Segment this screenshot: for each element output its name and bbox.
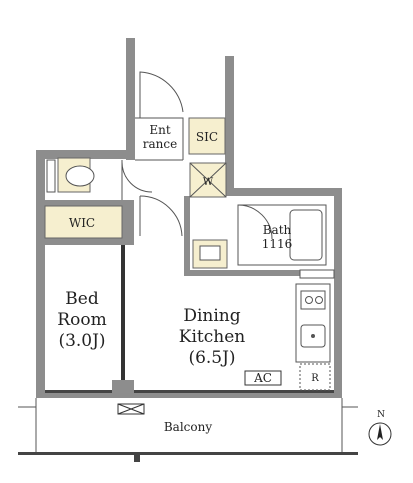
refrigerator-space: R [299, 363, 331, 391]
vanity-sink [199, 245, 221, 261]
balcony-area: Balcony [18, 398, 358, 462]
dining-label-3: (6.5J) [188, 348, 235, 368]
washer-cross-2 [189, 162, 227, 198]
refrigerator-label: R [311, 373, 319, 384]
sink-drain [311, 334, 315, 338]
wall-right [334, 188, 342, 398]
burner-2 [315, 296, 323, 304]
refrigerator-box [299, 363, 331, 391]
bedroom-window [45, 390, 112, 393]
dining-label-2: Kitchen [179, 327, 245, 347]
wall-wic-bottom [36, 238, 134, 245]
sic-label: SIC [196, 130, 218, 144]
kitchen-counter [295, 269, 335, 363]
drain-cross-2 [117, 403, 145, 415]
dining-window [134, 390, 334, 393]
washer-space: W [189, 162, 227, 198]
sic-storage: SIC [188, 117, 226, 155]
bathroom: Bath 1116 [237, 204, 327, 266]
wall-bottom [36, 392, 342, 398]
bath-label-2: 1116 [262, 237, 293, 251]
wic: WIC [44, 205, 123, 239]
toilet-bowl [65, 165, 95, 187]
balcony-drain [117, 403, 145, 415]
washer-label: W [203, 177, 214, 188]
entrance-door-swing [139, 71, 184, 118]
corridor-wall-right [225, 56, 234, 163]
wall-wic-right [122, 200, 134, 245]
bedroom: Bed Room (3.0J) [45, 289, 112, 393]
wall-right-step [225, 154, 234, 196]
balcony-rail [18, 452, 358, 455]
bedroom-label-1: Bed [65, 289, 99, 309]
partition-bedroom [121, 245, 125, 383]
balcony-post [134, 455, 140, 462]
ac-box [244, 370, 282, 386]
compass-needle-icon [377, 424, 383, 440]
burner-1 [305, 296, 313, 304]
walls [36, 38, 342, 398]
bedroom-label-3: (3.0J) [58, 331, 105, 351]
bath-label-1: Bath [263, 223, 292, 237]
wic-label: WIC [69, 216, 95, 230]
north-compass: N [368, 410, 392, 446]
wic-box [44, 205, 123, 239]
bathtub [289, 209, 323, 261]
dining-kitchen: Dining Kitchen (6.5J) [134, 306, 334, 393]
wall-bath-left [184, 196, 190, 276]
bath-door-swing [237, 204, 273, 240]
balcony-label: Balcony [164, 420, 212, 434]
wall-top-left [36, 150, 135, 159]
corridor-wall-left [126, 38, 135, 160]
sic-box [188, 117, 226, 155]
range-hood [299, 269, 335, 279]
entrance-label-2: rance [143, 137, 177, 151]
toilet-door-swing [121, 161, 153, 193]
washroom-door-swing [139, 195, 183, 237]
compass-north-label: N [377, 410, 385, 420]
wall-top-right [225, 188, 342, 196]
wall-wic-top [36, 200, 134, 206]
ac-label: AC [253, 371, 272, 385]
entrance-label-1: Ent [149, 123, 170, 137]
dining-label-1: Dining [183, 306, 240, 326]
wall-bath-bottom [184, 270, 334, 276]
entrance-outline [135, 117, 184, 160]
washroom [139, 195, 228, 269]
entrance: Ent rance [135, 71, 184, 161]
toilet-tank [46, 159, 56, 193]
wall-left [36, 150, 45, 398]
toilet-room [46, 157, 153, 200]
bedroom-label-2: Room [57, 310, 106, 330]
air-conditioner: AC [244, 370, 282, 386]
